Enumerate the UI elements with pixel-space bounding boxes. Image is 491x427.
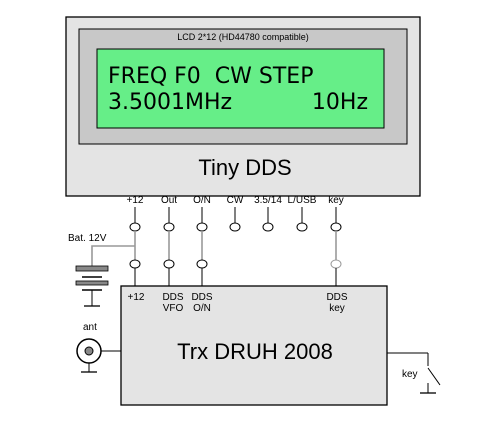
dds-pin-label-lusb: L/USB <box>288 195 317 206</box>
tiny-dds-module: LCD 2*12 (HD44780 compatible) FREQ F0 CW… <box>65 16 421 197</box>
dds-pin-terminal-out <box>163 222 175 232</box>
trx-pin-label-vfo-line2: VFO <box>163 303 184 314</box>
trx-pin-terminals <box>129 259 342 286</box>
key-switch-lever <box>427 367 441 386</box>
trx-body <box>120 285 388 406</box>
battery-label: Bat. 12V <box>68 233 107 244</box>
dds-pin-label-on: O/N <box>193 195 211 206</box>
battery-plate-positive <box>75 265 109 272</box>
dds-pin-terminal-band <box>262 222 274 232</box>
battery-plate-middle <box>75 280 109 286</box>
tiny-dds-pin-labels: +12 Out O/N CW 3.5/14 L/USB key <box>127 195 344 206</box>
trx-title: Trx DRUH 2008 <box>177 339 333 364</box>
lcd-line-2-step: 10Hz <box>312 90 368 115</box>
dds-pin-label-plus12: +12 <box>127 195 144 206</box>
trx-pin-label-plus12: +12 <box>128 292 145 303</box>
dds-pin-label-band: 3.5/14 <box>254 195 282 206</box>
trx-pin-label-vfo-line1: DDS <box>162 292 183 303</box>
trx-pin-terminal-vfo <box>163 259 175 269</box>
dds-pin-terminal-plus12 <box>129 222 141 232</box>
trx-pin-terminal-key <box>330 259 342 269</box>
tiny-dds-title: Tiny DDS <box>198 155 291 180</box>
dds-pin-label-out: Out <box>161 195 177 206</box>
dds-pin-terminal-cw <box>229 222 241 232</box>
antenna-connector: ant <box>76 322 121 373</box>
key-label: key <box>402 369 418 380</box>
trx-pin-label-key-line1: DDS <box>326 292 347 303</box>
tiny-dds-pin-terminals <box>129 207 342 232</box>
wire-battery-positive <box>91 245 135 266</box>
dds-pin-label-cw: CW <box>227 195 244 206</box>
lcd-line-1: FREQ F0 CW STEP <box>108 64 313 89</box>
trx-pin-label-on-line2: O/N <box>193 303 211 314</box>
trx-pin-label-on-line1: DDS <box>191 292 212 303</box>
trx-pin-terminal-plus12 <box>129 259 141 269</box>
lcd-line-2-frequency: 3.5001MHz <box>108 90 232 115</box>
dds-pin-terminal-on <box>196 222 208 232</box>
trx-module: +12 DDS VFO DDS O/N DDS key Trx DRUH 200… <box>120 285 388 406</box>
lcd-screen <box>96 48 385 129</box>
lcd-caption: LCD 2*12 (HD44780 compatible) <box>177 32 309 42</box>
interconnect-wires <box>91 231 337 266</box>
battery-symbol: Bat. 12V <box>68 233 109 307</box>
dds-pin-label-key: key <box>328 195 344 206</box>
key-switch <box>387 352 441 394</box>
dds-pin-terminal-key <box>330 222 342 232</box>
antenna-connector-center <box>84 346 94 356</box>
antenna-label: ant <box>83 322 97 333</box>
dds-pin-terminal-lusb <box>296 222 308 232</box>
trx-pin-terminal-on <box>196 259 208 269</box>
trx-pin-label-key-line2: key <box>329 303 345 314</box>
